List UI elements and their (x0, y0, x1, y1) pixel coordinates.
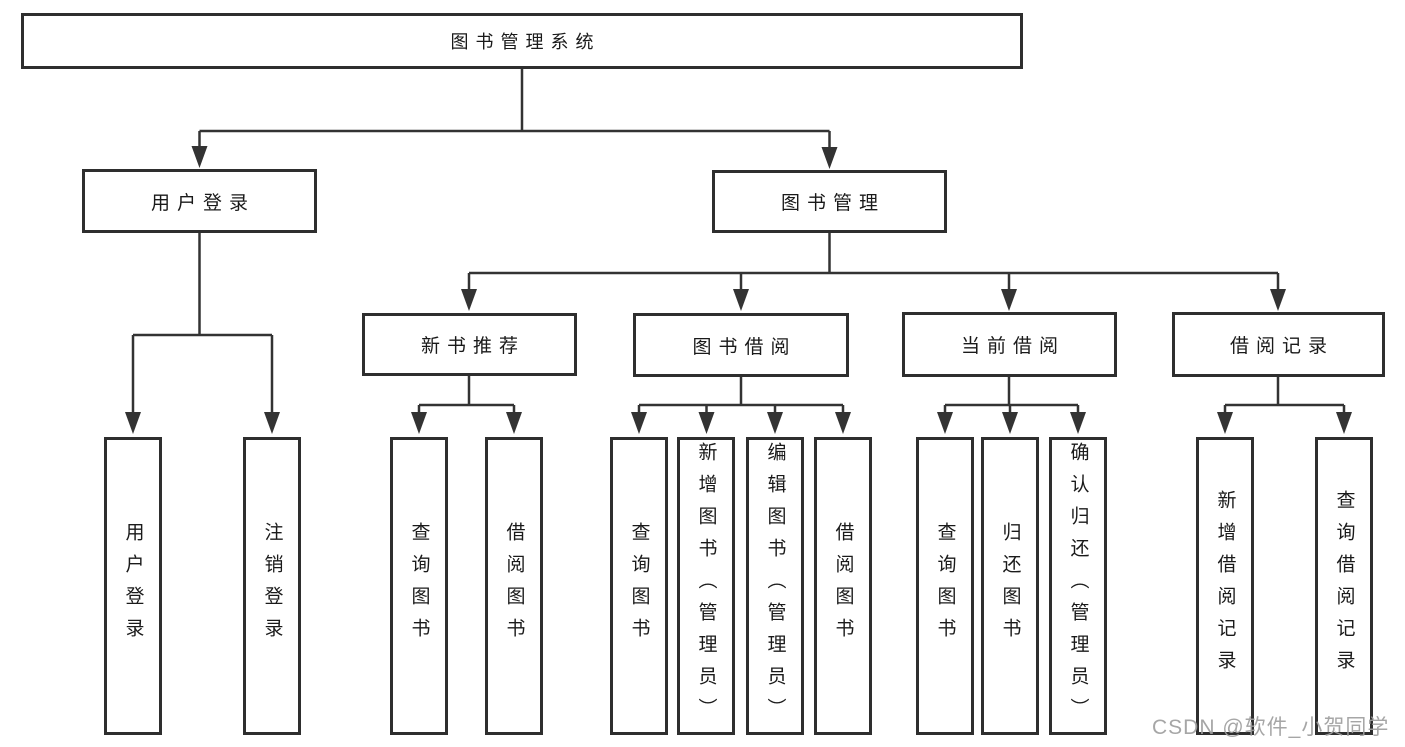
node-current-borrowing: 当前借阅 (902, 312, 1117, 377)
leaf-label: 借阅图书 (832, 522, 854, 650)
leaf-query-books-recommend: 查询图书 (390, 437, 448, 735)
leaf-user-login: 用户登录 (104, 437, 162, 735)
node-user-login: 用户登录 (82, 169, 317, 233)
leaf-edit-book-admin: 编辑图书（管理员） (746, 437, 804, 735)
node-root: 图书管理系统 (21, 13, 1023, 69)
leaf-query-books-borrowing: 查询图书 (610, 437, 668, 735)
arrowheads-level3-to-leaves (411, 412, 1352, 434)
arrowheads-root-to-level2 (191, 146, 838, 169)
leaf-confirm-return-admin: 确认归还（管理员） (1049, 437, 1107, 735)
leaf-label: 借阅图书 (503, 522, 525, 650)
connectors-mgmt-to-level3 (467, 233, 1280, 293)
leaf-label: 查询借阅记录 (1333, 490, 1355, 682)
node-borrowing-records: 借阅记录 (1172, 312, 1385, 377)
leaf-label: 查询图书 (934, 522, 956, 650)
connectors-login-to-leaves (131, 233, 274, 416)
leaf-add-borrow-record: 新增借阅记录 (1196, 437, 1254, 735)
leaf-label: 确认归还（管理员） (1067, 442, 1089, 730)
leaf-add-book-admin: 新增图书（管理员） (677, 437, 735, 735)
leaf-label: 查询图书 (628, 522, 650, 650)
leaf-label: 用户登录 (122, 522, 144, 650)
node-book-borrowing: 图书借阅 (633, 313, 849, 377)
node-book-management: 图书管理 (712, 170, 947, 233)
leaf-return-book: 归还图书 (981, 437, 1039, 735)
leaf-label: 新增图书（管理员） (695, 442, 717, 730)
leaf-label: 新增借阅记录 (1214, 490, 1236, 682)
connectors-root-to-level2 (198, 69, 831, 151)
arrowheads-login-to-leaves (125, 412, 280, 434)
leaf-query-books-current: 查询图书 (916, 437, 974, 735)
leaf-label: 归还图书 (999, 522, 1021, 650)
leaf-label: 查询图书 (408, 522, 430, 650)
leaf-borrow-books-recommend: 借阅图书 (485, 437, 543, 735)
connectors-level3-to-leaves (417, 376, 1346, 416)
leaf-borrow-books-borrowing: 借阅图书 (814, 437, 872, 735)
node-new-book-recommend: 新书推荐 (362, 313, 577, 376)
leaf-query-borrow-record: 查询借阅记录 (1315, 437, 1373, 735)
arrowheads-mgmt-to-level3 (461, 289, 1286, 311)
leaf-logout: 注销登录 (243, 437, 301, 735)
csdn-watermark: CSDN @软件_小贺同学 (1152, 716, 1390, 739)
leaf-label: 编辑图书（管理员） (764, 442, 786, 730)
leaf-label: 注销登录 (261, 522, 283, 650)
